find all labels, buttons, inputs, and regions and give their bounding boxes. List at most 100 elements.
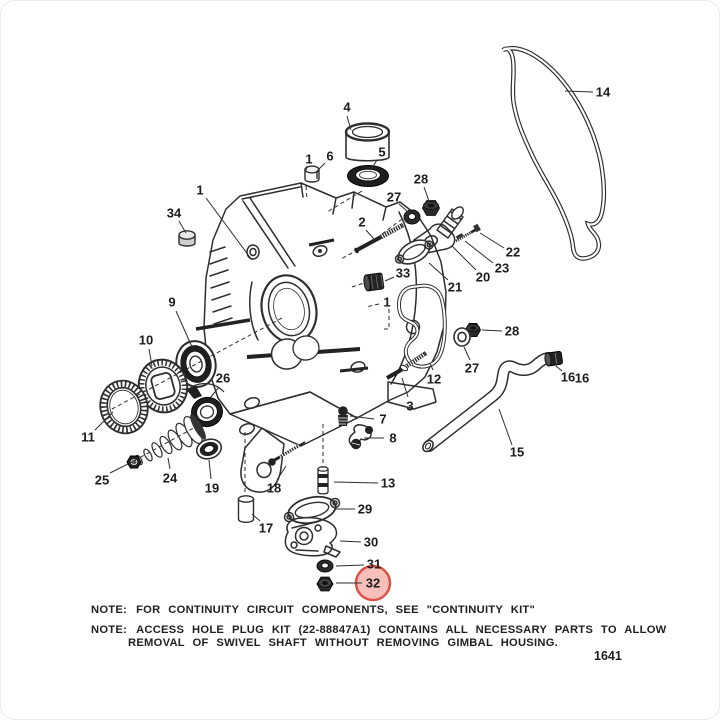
part-34-plug <box>178 230 196 247</box>
callout-10: 10 <box>139 333 153 348</box>
leader-line-12 <box>429 362 434 371</box>
callout-12: 12 <box>427 372 441 387</box>
part-31-washer <box>316 559 334 573</box>
part-4-bushing <box>344 122 391 162</box>
leader-line-30 <box>339 540 362 543</box>
part-16-plug <box>544 350 563 367</box>
note-continuity: NOTE:FOR CONTINUITY CIRCUIT COMPONENTS, … <box>91 604 535 616</box>
callout-20: 20 <box>476 270 490 285</box>
part-29-gasket <box>283 495 341 525</box>
leader-line-10 <box>148 348 153 367</box>
callout-1: 1 <box>196 183 203 198</box>
leader-line-4 <box>346 115 352 131</box>
callout-7: 7 <box>379 412 386 427</box>
callout-26: 26 <box>216 371 230 386</box>
leader-line-14 <box>564 90 594 93</box>
leader-line-9 <box>175 310 193 348</box>
callout-17: 17 <box>259 521 273 536</box>
leader-line-28 <box>423 186 430 202</box>
callout-6: 6 <box>326 149 333 164</box>
part-28-nut-upper <box>421 200 441 216</box>
part-11-ring <box>99 379 149 435</box>
callout-32: 32 <box>366 576 380 591</box>
part-6-bushing <box>304 165 320 183</box>
leader-line-21 <box>428 262 449 281</box>
leader-line-33 <box>384 276 395 282</box>
callout-27: 27 <box>387 190 401 205</box>
callout-15: 15 <box>510 445 524 460</box>
callout-25: 25 <box>95 473 109 488</box>
part-9-bearing <box>175 340 217 388</box>
leader-line-26 <box>209 386 220 399</box>
part-14-gasket <box>501 46 607 261</box>
part-22-screw <box>455 223 481 243</box>
callout-21: 21 <box>448 280 462 295</box>
callout-23: 23 <box>495 261 509 276</box>
leader-line-17 <box>251 513 261 522</box>
callout-24: 24 <box>163 471 178 486</box>
part-32-nut <box>316 576 334 592</box>
callout-30: 30 <box>364 535 378 550</box>
leader-line-16 <box>555 365 563 372</box>
leader-line-28 <box>481 329 503 332</box>
callout-28: 28 <box>414 172 428 187</box>
callout-11: 11 <box>81 430 95 445</box>
part-5-seal <box>347 165 389 187</box>
part-7-fitting <box>338 406 348 426</box>
leader-line-15 <box>498 408 513 446</box>
part-24-bellows <box>135 414 206 466</box>
note-access-hole-line1: NOTE:ACCESS HOLE PLUG KIT (22-88847A1) C… <box>91 624 666 636</box>
leader-line-23 <box>464 240 494 264</box>
callout-31: 31 <box>367 557 381 572</box>
leader-line-1 <box>205 197 253 261</box>
part-18-screw <box>268 441 306 466</box>
note-access-hole-line2: REMOVAL OF SWIVEL SHAFT WITHOUT REMOVING… <box>128 637 558 649</box>
leader-line-34 <box>178 220 187 234</box>
leader-line-31 <box>335 564 365 567</box>
part-17-sleeve <box>237 495 255 524</box>
part-27-washer-lower <box>453 327 471 347</box>
callout-19: 19 <box>205 481 219 496</box>
callout-22: 22 <box>506 245 520 260</box>
part-28-nut-lower <box>464 323 482 337</box>
part-13-anode <box>317 466 329 495</box>
part-3-stud <box>386 351 428 380</box>
callout-28: 28 <box>505 324 519 339</box>
part-15-hose <box>422 352 554 453</box>
part-12-gasket <box>396 283 447 369</box>
callout-16: 16 <box>561 370 575 385</box>
callout-16: 16 <box>575 371 589 386</box>
part-27-washer-upper <box>403 209 421 225</box>
leader-line-3 <box>401 377 409 398</box>
leader-line-19 <box>208 459 212 480</box>
leader-line-6 <box>316 162 326 172</box>
note-access-hole-text1: ACCESS HOLE PLUG KIT (22-88847A1) CONTAI… <box>136 624 667 636</box>
part-21-gasket <box>394 239 434 265</box>
part-2-stud <box>354 223 405 254</box>
callout-29: 29 <box>358 502 372 517</box>
callout-2: 2 <box>358 215 365 230</box>
part-19-washer <box>195 438 223 460</box>
leader-line-27 <box>398 203 409 213</box>
part-30-cover <box>284 516 341 558</box>
note-label: NOTE: <box>91 604 128 616</box>
callout-34: 34 <box>167 206 182 221</box>
callout-4: 4 <box>343 100 351 115</box>
leader-line-20 <box>451 245 477 271</box>
part-1-gimbal-housing <box>195 182 447 493</box>
leader-line-11 <box>94 411 114 431</box>
callout-18: 18 <box>267 481 281 496</box>
leader-line-5 <box>370 159 378 171</box>
leader-line-1 <box>365 303 380 308</box>
leader-line-13 <box>333 481 379 484</box>
callout-13: 13 <box>381 476 395 491</box>
callout-14: 14 <box>596 85 611 100</box>
leader-line-7 <box>349 415 375 420</box>
callout-5: 5 <box>378 145 385 160</box>
callout-27: 27 <box>465 361 479 376</box>
leader-line-25 <box>109 463 129 474</box>
callout-1: 1 <box>305 152 312 167</box>
leader-line-1 <box>305 165 308 171</box>
